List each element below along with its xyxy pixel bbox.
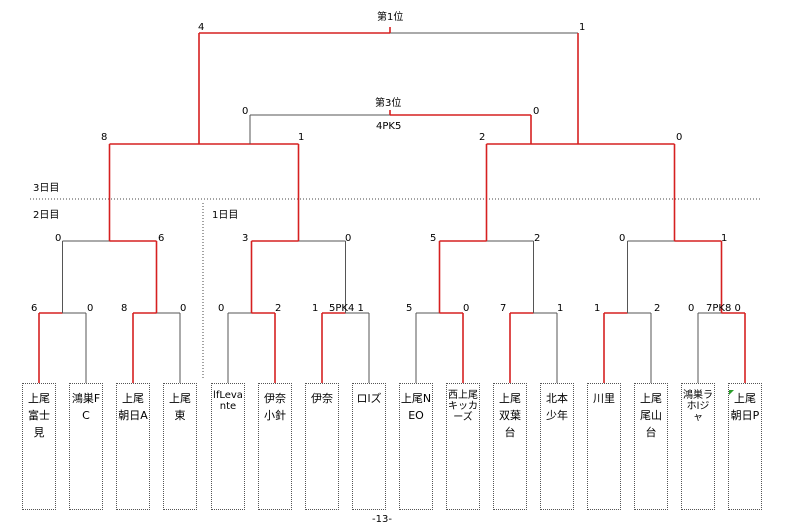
third-place-pk: 4PK5: [376, 121, 402, 132]
team-name: 鴻巣ラホlジャ: [683, 390, 713, 423]
team-name: lfLevante: [213, 390, 243, 412]
team-name: ロlズ: [356, 392, 382, 405]
page-number: -13-: [372, 514, 392, 525]
team-box: 上尾朝日A: [116, 383, 150, 510]
team-name: 西上尾キッカーズ: [448, 390, 478, 423]
team-name: 上尾東: [169, 392, 191, 422]
team-name: 上尾NEO: [400, 392, 432, 422]
r1-score-pk: 7PK8 0: [706, 303, 741, 314]
team-box: 上尾NEO: [399, 383, 433, 510]
team-name: 伊奈: [311, 392, 333, 405]
team-name: 北本少年: [546, 392, 568, 422]
team-box: 上尾尾山台: [634, 383, 668, 510]
team-name: 上尾富士見: [28, 392, 50, 439]
sf-score: 2: [479, 132, 486, 143]
third-score-right: 0: [533, 106, 540, 117]
final-score-right: 1: [579, 22, 586, 33]
team-box: 川里: [587, 383, 621, 510]
r1-score: 0: [87, 303, 94, 314]
team-box: 上尾東: [163, 383, 197, 510]
r1-score: 1: [312, 303, 319, 314]
r1-score: 0: [688, 303, 695, 314]
r1-score: 1: [557, 303, 564, 314]
team-box: 鴻巣ラホlジャ: [681, 383, 715, 510]
r1-score: 5: [406, 303, 413, 314]
qf-score: 0: [55, 233, 62, 244]
team-box: 西上尾キッカーズ: [446, 383, 480, 510]
team-box: 伊奈: [305, 383, 339, 510]
r1-score: 2: [275, 303, 282, 314]
r1-score: 2: [654, 303, 661, 314]
team-box: ロlズ: [352, 383, 386, 510]
qf-score: 1: [721, 233, 728, 244]
qf-score: 2: [534, 233, 541, 244]
team-box: lfLevante: [211, 383, 245, 510]
team-box: 北本少年: [540, 383, 574, 510]
sf-score: 1: [298, 132, 305, 143]
team-box: 上尾双葉台: [493, 383, 527, 510]
third-score-left: 0: [242, 106, 249, 117]
team-name: 伊奈小針: [264, 392, 286, 422]
team-name: 上尾尾山台: [640, 392, 662, 439]
team-name: 鴻巣FC: [71, 392, 101, 422]
sf-score: 8: [101, 132, 108, 143]
qf-score: 0: [619, 233, 626, 244]
qf-score: 5: [430, 233, 437, 244]
day3-label: 3日目: [33, 183, 60, 194]
team-box: 鴻巣FC: [69, 383, 103, 510]
team-box: 上尾朝日P: [728, 383, 762, 510]
team-box: 上尾富士見: [22, 383, 56, 510]
day1-label: 1日目: [212, 210, 239, 221]
r1-score: 0: [463, 303, 470, 314]
team-name: 上尾朝日P: [730, 392, 760, 422]
day2-label: 2日目: [33, 210, 60, 221]
team-name: 川里: [593, 392, 615, 405]
r1-score: 0: [180, 303, 187, 314]
team-box: 伊奈小針: [258, 383, 292, 510]
team-name: 上尾朝日A: [118, 392, 148, 422]
r1-score-pk: 5PK4 1: [329, 303, 364, 314]
r1-score: 0: [218, 303, 225, 314]
final-score-left: 4: [198, 22, 205, 33]
r1-score: 7: [500, 303, 507, 314]
qf-score: 6: [158, 233, 165, 244]
r1-score: 8: [121, 303, 128, 314]
r1-score: 1: [594, 303, 601, 314]
final-heading: 第1位: [377, 12, 404, 23]
qf-score: 0: [345, 233, 352, 244]
marker-icon: [729, 390, 734, 395]
qf-score: 3: [242, 233, 249, 244]
sf-score: 0: [676, 132, 683, 143]
r1-score: 6: [31, 303, 38, 314]
third-place-heading: 第3位: [375, 98, 402, 109]
team-name: 上尾双葉台: [499, 392, 521, 439]
